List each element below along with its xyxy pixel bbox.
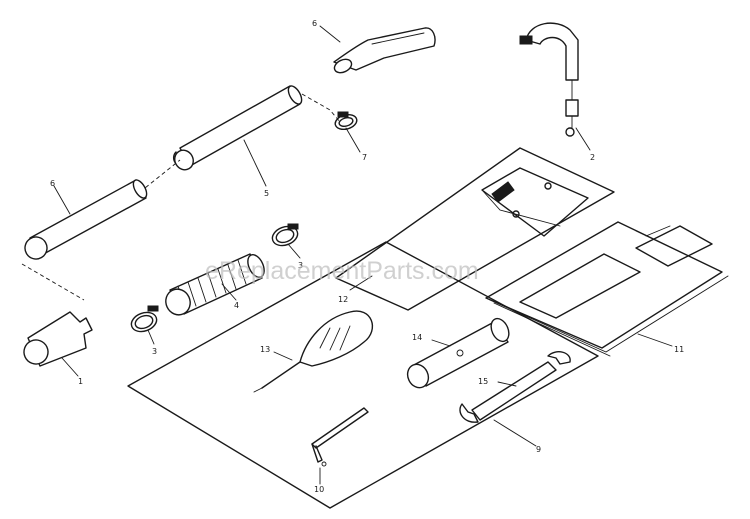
part-4-flex-hose (165, 253, 265, 316)
part-3-hose-clamp-lower (130, 305, 159, 333)
leader-part-11 (637, 333, 673, 347)
callout-12: 12 (338, 295, 348, 304)
callout-11: 11 (674, 345, 684, 354)
tool-kit-sheet (127, 241, 599, 509)
part-10-hex-key (311, 407, 369, 467)
leader-part-1 (61, 357, 79, 377)
leader-part-6-left (53, 185, 71, 215)
part-12-tool-pouch (335, 147, 615, 311)
callout-6-left: 6 (50, 179, 55, 188)
alignment-line-nozzle (301, 93, 341, 123)
callout-2: 2 (590, 153, 595, 162)
leader-part-9 (493, 419, 537, 447)
leader-part-5 (243, 139, 267, 187)
callout-9: 9 (536, 445, 541, 454)
alignment-line-part-1 (21, 263, 85, 301)
callout-13: 13 (260, 345, 270, 354)
part-3-hose-clamp-upper (271, 223, 299, 247)
callout-3-lower: 3 (152, 347, 157, 356)
part-14-box-wrench (406, 317, 510, 389)
leader-part-6-top (319, 25, 341, 43)
part-5-long-tube (172, 85, 303, 171)
callout-1: 1 (78, 377, 83, 386)
part-6-curved-nozzle (333, 27, 436, 74)
callout-4: 4 (234, 301, 239, 310)
part-15-open-end-spanner (459, 351, 571, 423)
callout-5: 5 (264, 189, 269, 198)
part-2-shoulder-strap (519, 22, 579, 137)
leader-part-15 (497, 381, 517, 387)
callout-6-top: 6 (312, 19, 317, 28)
part-13-screwdriver (253, 310, 374, 393)
callout-7: 7 (362, 153, 367, 162)
leader-part-12 (349, 275, 373, 291)
alignment-line-tubes (139, 159, 181, 193)
leader-part-3-lower (147, 329, 155, 345)
leader-part-13 (273, 351, 293, 361)
callout-14: 14 (412, 333, 422, 342)
part-7-hose-clamp (334, 111, 358, 131)
callout-3-upper: 3 (298, 261, 303, 270)
leader-part-2 (575, 127, 591, 151)
leader-part-4 (221, 283, 237, 301)
part-11-owners-manual (485, 221, 729, 357)
callout-15: 15 (478, 377, 488, 386)
leader-part-3-upper (287, 243, 301, 259)
part-6-tube-section (24, 179, 148, 260)
part-1-nozzle-adapter (23, 311, 93, 367)
leader-part-14 (431, 339, 451, 347)
leader-part-7 (345, 127, 361, 153)
watermark-text: eReplacementParts.com (205, 257, 479, 285)
callout-10: 10 (314, 485, 324, 494)
